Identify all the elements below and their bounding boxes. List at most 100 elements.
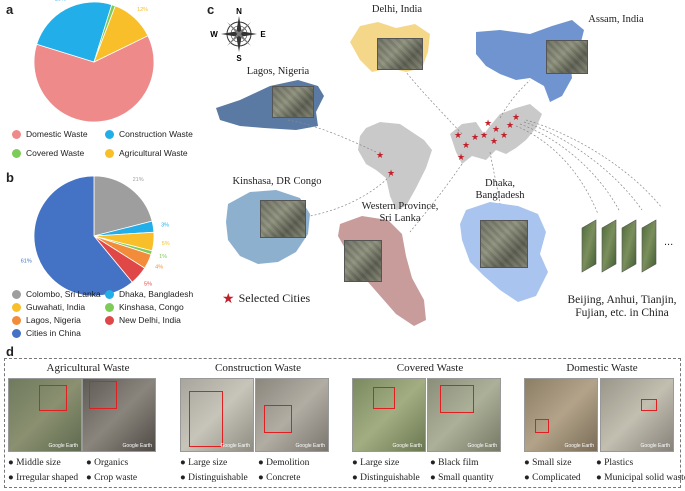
watermark: Google Earth xyxy=(564,443,594,449)
satellite-thumbnail-dhaka xyxy=(480,220,528,268)
legend-label: Dhaka, Bangladesh xyxy=(119,289,194,299)
legend-label: New Delhi, India xyxy=(119,315,181,325)
sample-image: Google Earth xyxy=(600,378,674,452)
bullet-text: Large size xyxy=(360,458,400,468)
bullet-dot: ● xyxy=(180,473,186,483)
watermark: Google Earth xyxy=(640,443,670,449)
legend-label: Covered Waste xyxy=(26,148,85,158)
bullet-dot: ● xyxy=(8,458,14,468)
pie-percent-label: 5% xyxy=(144,282,152,288)
bullet-dot: ● xyxy=(430,458,436,468)
leader-line-china-3 xyxy=(523,121,643,211)
satellite-thumbnail-lagos xyxy=(272,86,314,118)
detection-box xyxy=(189,391,223,447)
panel-d-frame xyxy=(4,358,681,488)
leader-line-lagos xyxy=(287,119,377,153)
legend-swatch xyxy=(12,148,21,158)
pie-percent-label: 12% xyxy=(137,7,148,13)
legend-swatch xyxy=(12,315,21,325)
bullet-item: ● Demolition xyxy=(258,458,309,468)
leader-line-kinshasa xyxy=(309,175,391,217)
bullet-dot: ● xyxy=(352,473,358,483)
bullet-item: ● Distinguishable xyxy=(180,473,248,483)
legend-label: Lagos, Nigeria xyxy=(26,315,81,325)
bullet-dot: ● xyxy=(86,458,92,468)
china-image-stack xyxy=(581,219,657,273)
bullet-item: ● Municipal solid waste xyxy=(596,473,685,483)
star-marker: ★ xyxy=(471,132,480,142)
satellite-thumbnail-assam xyxy=(546,40,588,74)
pie-slice xyxy=(33,35,155,123)
pie-percent-label: 21% xyxy=(133,177,144,183)
leader-line-delhi xyxy=(405,71,463,135)
bullet-item: ● Complicated xyxy=(524,473,581,483)
leader-line-china-1 xyxy=(515,125,599,215)
bullet-item: ● Crop waste xyxy=(86,473,137,483)
bullet-item: ● Plastics xyxy=(596,458,633,468)
detection-box xyxy=(440,385,474,413)
panel-label-a: a xyxy=(6,2,14,17)
leader-line-china-2 xyxy=(519,123,621,213)
detection-box xyxy=(373,387,395,409)
pie-percent-label: 61% xyxy=(21,258,32,264)
legend-label: Kinshasa, Congo xyxy=(119,302,184,312)
leader-line-assam xyxy=(499,79,531,119)
star-marker: ★ xyxy=(462,140,471,150)
bullet-text: Middle size xyxy=(16,458,61,468)
pie-slice xyxy=(93,5,149,63)
bullet-text: Irregular shaped xyxy=(16,473,79,483)
legend-swatch xyxy=(105,289,114,299)
legend-b-item: Lagos, Nigeria xyxy=(12,315,81,325)
legend-label: Colombo, Sri Lanka xyxy=(26,289,101,299)
bullet-item: ● Large size xyxy=(180,458,227,468)
watermark: Google Earth xyxy=(48,443,78,449)
bullet-item: ● Small size xyxy=(524,458,571,468)
star-marker: ★ xyxy=(500,130,509,140)
bullet-dot: ● xyxy=(258,473,264,483)
bullet-item: ● Irregular shaped xyxy=(8,473,78,483)
pie-percent-label: 3% xyxy=(161,223,169,229)
bullet-dot: ● xyxy=(258,458,264,468)
bullet-text: Large size xyxy=(188,458,228,468)
pie-percent-label: 4% xyxy=(155,265,163,271)
legend-b-item: New Delhi, India xyxy=(105,315,181,325)
bullet-item: ● Middle size xyxy=(8,458,61,468)
legend-b-item: Kinshasa, Congo xyxy=(105,302,184,312)
bullet-item: ● Concrete xyxy=(258,473,300,483)
pie-percent-label: 5% xyxy=(162,241,170,247)
pie-slice xyxy=(93,175,153,237)
bullet-dot: ● xyxy=(352,458,358,468)
legend-label: Agricultural Waste xyxy=(119,148,188,158)
satellite-thumbnail-western xyxy=(344,240,382,282)
panel-label-d: d xyxy=(6,344,14,359)
china-frame xyxy=(621,219,637,273)
sample-image: Google Earth xyxy=(180,378,254,452)
legend-label: Construction Waste xyxy=(119,129,193,139)
bullet-item: ● Distinguishable xyxy=(352,473,420,483)
legend-swatch xyxy=(105,315,114,325)
label-lagos: Lagos, Nigeria xyxy=(246,66,310,77)
pie-percent-label: 25% xyxy=(55,0,66,2)
category-title: Agricultural Waste xyxy=(46,362,130,374)
bullet-dot: ● xyxy=(596,473,602,483)
bullet-text: Municipal solid waste xyxy=(604,473,685,483)
satellite-thumbnail-delhi xyxy=(377,38,423,70)
compass-e: E xyxy=(260,30,266,39)
bullet-text: Small quantity xyxy=(438,473,494,483)
pie-chart-a: 62%25%1%12% xyxy=(33,0,155,123)
legend-swatch xyxy=(105,129,114,139)
category-title: Domestic Waste xyxy=(566,362,638,374)
bullet-dot: ● xyxy=(596,458,602,468)
leader-line-western xyxy=(409,163,463,233)
bullet-item: ● Black film xyxy=(430,458,479,468)
bullet-text: Plastics xyxy=(604,458,634,468)
bullet-dot: ● xyxy=(524,458,530,468)
bullet-text: Distinguishable xyxy=(360,473,420,483)
bullet-item: ● Small quantity xyxy=(430,473,494,483)
bullet-text: Concrete xyxy=(266,473,301,483)
star-marker: ★ xyxy=(480,130,489,140)
sample-image: Google Earth xyxy=(255,378,329,452)
leader-line-china-4 xyxy=(525,119,663,209)
watermark: Google Earth xyxy=(295,443,325,449)
bullet-dot: ● xyxy=(430,473,436,483)
